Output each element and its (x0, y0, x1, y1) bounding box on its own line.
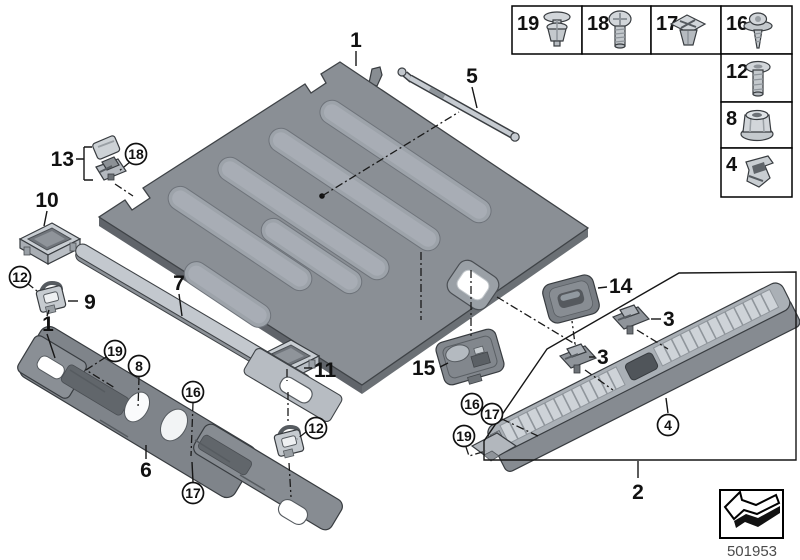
expanding-rivet-icon (543, 11, 571, 47)
mounting-pad (92, 135, 121, 160)
lashing-hook-left (33, 281, 69, 316)
legend-cell-8[interactable]: 8 (720, 101, 793, 149)
pan-head-screw-icon (608, 10, 632, 49)
callout-circle-17-left[interactable]: 17 (181, 481, 205, 505)
circled-callouts: 18 12 19 8 16 17 12 16 (8, 142, 680, 505)
callout-label: 18 (128, 146, 144, 162)
floor-panel (97, 61, 590, 394)
clip-3-lower (559, 343, 597, 374)
callout-circle-19-right[interactable]: 19 (452, 424, 476, 448)
callout-circle-19-left[interactable]: 19 (103, 339, 127, 363)
callout-2-sill-group[interactable]: 2 (632, 481, 644, 504)
latch-bracket (435, 328, 505, 386)
callout-6-carrier[interactable]: 6 (140, 459, 152, 482)
callout-label: 12 (308, 420, 324, 436)
legend-cell-16[interactable]: 16 (720, 5, 793, 55)
callout-14-cover[interactable]: 14 (609, 275, 633, 298)
callout-label: 19 (107, 343, 123, 359)
callout-label: 17 (185, 485, 201, 501)
callout-10-tray[interactable]: 10 (35, 189, 58, 212)
callout-5-strut[interactable]: 5 (466, 65, 478, 88)
legend-number: 4 (726, 154, 738, 176)
legend-cell-18[interactable]: 18 (581, 5, 652, 55)
leader-lines (43, 51, 669, 483)
carrier-bracket (17, 325, 343, 531)
callout-15-latch-bracket[interactable]: 15 (412, 357, 436, 380)
direction-arrow-icon (723, 490, 781, 528)
washer-screw-icon (743, 12, 773, 49)
callout-circle-12-mid[interactable]: 12 (304, 416, 328, 440)
callout-circle-16-right[interactable]: 16 (460, 392, 484, 416)
sill-trim-strip (470, 282, 800, 472)
callout-label: 19 (456, 428, 472, 444)
mounting-rail (75, 243, 343, 423)
legend-number: 19 (517, 13, 539, 35)
callout-circle-12-left[interactable]: 12 (8, 265, 32, 289)
callout-1-floor-panel[interactable]: 1 (350, 29, 362, 52)
legend-number: 16 (726, 13, 748, 35)
countersunk-bolt-icon (745, 60, 771, 97)
callout-circle-4[interactable]: 4 (656, 413, 680, 437)
callout-circle-16-left[interactable]: 16 (181, 380, 205, 404)
callout-circle-8[interactable]: 8 (127, 354, 151, 378)
callout-label: 4 (664, 417, 672, 433)
flange-nut-icon (740, 109, 774, 142)
legend-number: 12 (726, 61, 748, 83)
legend-number: 17 (656, 13, 678, 35)
legend-cell-4[interactable]: 4 (720, 147, 793, 198)
diagram-code: 501953 (727, 543, 777, 560)
callout-3-clip-lower[interactable]: 3 (597, 346, 609, 369)
legend-cell-19[interactable]: 19 (511, 5, 583, 55)
clamp-nut-icon (745, 155, 774, 188)
callout-label: 16 (464, 396, 480, 412)
callout-9-hook[interactable]: 9 (84, 291, 96, 314)
clip-18-part (95, 156, 127, 181)
clip-3-upper (612, 304, 650, 335)
gas-strut (397, 67, 520, 142)
lashing-hook-mid (271, 425, 307, 460)
callout-1-floor-panel-left[interactable]: 1 (42, 313, 54, 336)
direction-box (719, 489, 784, 539)
number-callouts: 1 5 13 10 9 1 7 6 11 15 14 3 3 2 (35, 29, 674, 504)
panel-grooves (167, 99, 492, 328)
panel-handle-hole (446, 259, 500, 311)
legend-table: 19 18 (511, 5, 793, 198)
legend-cell-17[interactable]: 17 (650, 5, 722, 55)
callout-13-bracket-pair[interactable]: 13 (51, 148, 74, 171)
callout-label: 17 (484, 406, 500, 422)
callout-circle-17-right[interactable]: 17 (480, 402, 504, 426)
callout-label: 12 (12, 269, 28, 285)
callout-11-tray-mid[interactable]: 11 (314, 359, 337, 382)
legend-number: 18 (587, 13, 609, 35)
callout-label: 8 (135, 358, 143, 374)
legend-number: 8 (726, 108, 737, 130)
expanding-nut-icon (669, 14, 707, 46)
storage-tray-left (19, 222, 81, 265)
callout-circle-18[interactable]: 18 (124, 142, 148, 166)
callout-3-clip-upper[interactable]: 3 (663, 308, 675, 331)
handle-cover (542, 274, 600, 324)
legend-cell-12[interactable]: 12 (720, 53, 793, 103)
assembly-relation-lines (26, 111, 669, 498)
callout-label: 16 (185, 384, 201, 400)
callout-7-rail[interactable]: 7 (173, 272, 185, 295)
sill-group-outline (483, 271, 797, 461)
